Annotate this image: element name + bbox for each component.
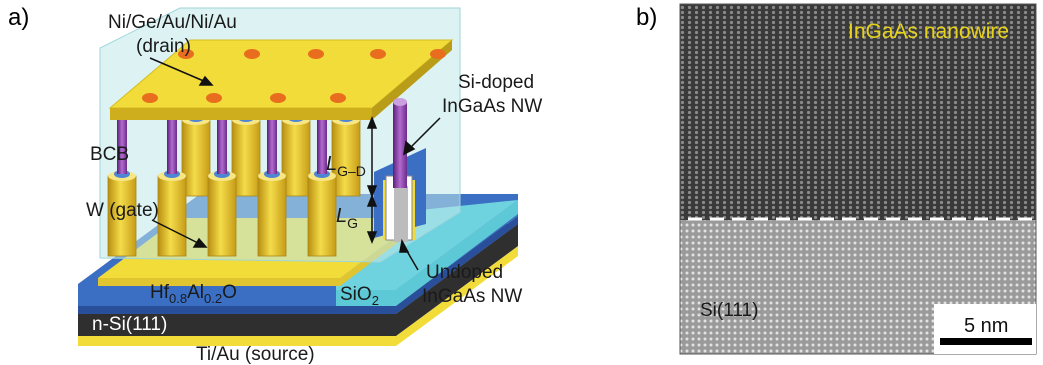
undoped-label-line2: InGaAs NW	[422, 286, 522, 307]
drain-contact-dot	[308, 49, 324, 59]
gate-pillar	[181, 119, 211, 197]
source-label: Ti/Au (source)	[196, 344, 315, 365]
drain-contact-dot	[142, 93, 158, 103]
tem-image: InGaAs nanowire Si(111) 5 nm	[679, 3, 1037, 355]
nanowire	[167, 104, 177, 174]
scale-bar	[940, 338, 1032, 345]
drain-contact-dot	[330, 93, 346, 103]
panel-label-b: b)	[636, 4, 658, 31]
gate-pillar	[307, 175, 337, 257]
device-schematic: Ni/Ge/Au/Ni/Au (drain) Si-doped InGaAs N…	[78, 7, 542, 365]
gate-label: W (gate)	[86, 200, 159, 221]
gate-pillar	[257, 175, 287, 257]
drain-contact-dot	[206, 93, 222, 103]
nsi-label: n-Si(111)	[92, 314, 167, 335]
bcb-label: BCB	[90, 144, 129, 165]
dimension-arrows	[366, 115, 378, 245]
gate-pillar	[331, 119, 361, 197]
undoped-label-line1: Undoped	[426, 262, 503, 283]
scale-bar-label: 5 nm	[964, 315, 1008, 337]
drain-contacts	[142, 49, 446, 103]
sio2-label: SiO2	[340, 284, 379, 308]
tem-nanowire-region	[680, 4, 1036, 220]
lg-label: LG	[336, 205, 358, 231]
nanowire	[317, 104, 327, 174]
drain-contact-dot	[430, 49, 446, 59]
lgd-label: LG–D	[326, 153, 366, 179]
nanowire	[117, 104, 127, 174]
tem-substrate-label: Si(111)	[700, 300, 758, 321]
highlight-nanowire	[393, 102, 407, 188]
drain-label-line2: (drain)	[136, 36, 191, 57]
drain-contact-dot	[270, 93, 286, 103]
sidoped-label-line1: Si-doped	[458, 72, 534, 93]
sio2-region	[336, 200, 518, 306]
nanowire	[217, 104, 227, 174]
gate-pillars	[107, 114, 361, 257]
tem-nanowire-label: InGaAs nanowire	[848, 20, 1009, 43]
drain-label-line1: Ni/Ge/Au/Ni/Au	[108, 12, 237, 33]
sidoped-label-line2: InGaAs NW	[442, 96, 542, 117]
panel-label-a: a)	[8, 4, 30, 31]
cross-section	[374, 98, 426, 242]
drain-contact-dot	[370, 49, 386, 59]
scale-bar-box	[934, 304, 1036, 354]
gate-pillar	[281, 119, 311, 197]
pointer-arrows	[149, 57, 441, 271]
nanowire	[267, 104, 277, 174]
drain-contact-dot	[178, 49, 194, 59]
hfalo-label: Hf0.8Al0.2O	[150, 282, 237, 306]
gate-pillar	[157, 175, 187, 257]
gate-pillar	[107, 175, 137, 257]
substrate-layer	[78, 224, 518, 336]
gate-pillar	[207, 175, 237, 257]
drain-contact-dot	[244, 49, 260, 59]
gate-slab	[98, 218, 420, 286]
